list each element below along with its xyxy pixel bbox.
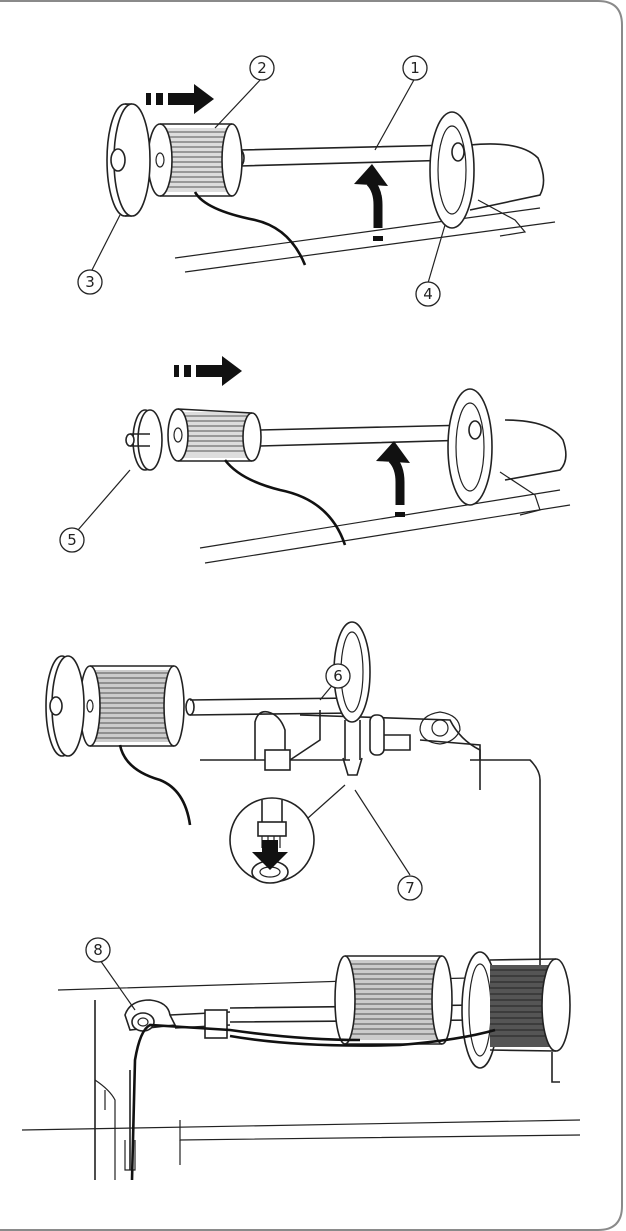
svg-text:2: 2	[257, 59, 267, 77]
svg-text:6: 6	[333, 667, 343, 685]
svg-text:3: 3	[85, 273, 95, 291]
callout-7: 7	[397, 875, 423, 901]
spool-4b	[489, 958, 571, 1052]
svg-text:8: 8	[93, 941, 103, 959]
magnified-inset	[229, 784, 346, 884]
small-spool	[167, 408, 262, 462]
callout-8: 8	[85, 937, 111, 963]
raise-arrow-up	[354, 164, 388, 241]
panel-thread-guide	[21, 951, 581, 1181]
spool-pin	[239, 144, 456, 167]
callout-2: 2	[249, 55, 275, 81]
panel-large-spool	[91, 77, 556, 284]
spool-pin-holder	[429, 111, 475, 229]
raise-arrow-up-2	[376, 441, 410, 517]
spool-pin-2	[259, 424, 471, 447]
callout-5: 5	[59, 527, 85, 553]
panel-extra-spool-pin	[45, 621, 541, 1000]
spool-4a	[334, 955, 453, 1045]
push-arrow-right-2	[174, 356, 242, 386]
large-spool-cap	[106, 103, 151, 217]
svg-text:4: 4	[423, 285, 433, 303]
push-arrow-down	[252, 840, 288, 870]
svg-text:7: 7	[405, 879, 415, 897]
large-spool	[147, 123, 243, 197]
panel-small-spool	[77, 356, 571, 564]
svg-text:5: 5	[67, 531, 77, 549]
spool-cap-3	[45, 655, 85, 757]
callout-6: 6	[325, 663, 351, 689]
push-arrow-right	[146, 84, 214, 114]
callout-3: 3	[77, 269, 103, 295]
small-spool-cap	[125, 409, 163, 471]
svg-text:1: 1	[410, 59, 420, 77]
spool-pin-holder-2	[447, 388, 493, 506]
callout-1: 1	[402, 55, 428, 81]
extra-spool-pin	[189, 697, 356, 716]
spool-3	[79, 665, 185, 747]
callout-4: 4	[415, 281, 441, 307]
